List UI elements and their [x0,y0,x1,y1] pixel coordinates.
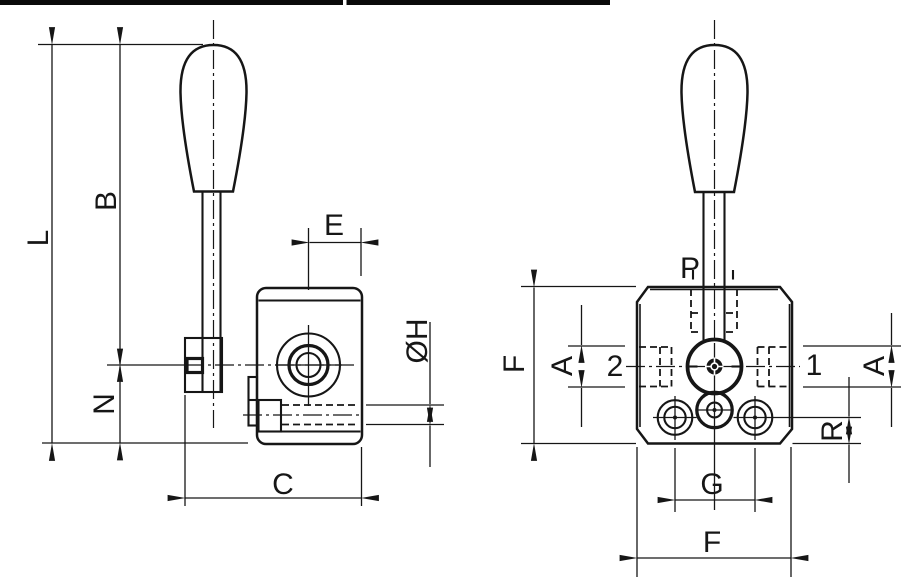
hidden-lever-bore [690,289,738,333]
bottom-port-right [733,396,861,440]
dim-label-B: B [90,191,123,211]
dim-label-E: E [324,209,344,242]
side-step [257,398,283,433]
dim-label-N: N [88,393,121,415]
dim-label-G: G [700,468,723,501]
dim-label-R: R [816,420,849,442]
lever-knob [680,43,749,194]
bottom-port-center [695,390,734,430]
pivot-pin [185,356,205,375]
dim-label-F-width: F [703,526,721,559]
front-view: F A 2 1 A R G F P [498,20,901,577]
dim-label-A-right: A [858,356,891,376]
hidden-side-port-1 [756,346,790,388]
screw-dot [711,363,718,370]
dim-label-phi-h: ØH [401,319,434,364]
port-2-label: 2 [607,350,624,383]
pivot-block [183,336,224,394]
side-view: L B N E ØH C [22,20,444,506]
dim-label-L: L [22,230,55,247]
valve-body-front [635,285,794,445]
hidden-side-port-2 [639,346,673,388]
side-plate [247,375,259,427]
dim-label-C: C [272,468,294,501]
bottom-port-left [653,396,697,440]
dim-label-F-height: F [498,355,531,373]
dim-label-A-left: A [546,356,579,376]
valve-body-side [255,286,364,446]
port-1-label: 1 [806,349,823,382]
page-top-border [0,0,610,5]
lever-knob [179,43,248,193]
port-P-label: P [680,252,700,285]
